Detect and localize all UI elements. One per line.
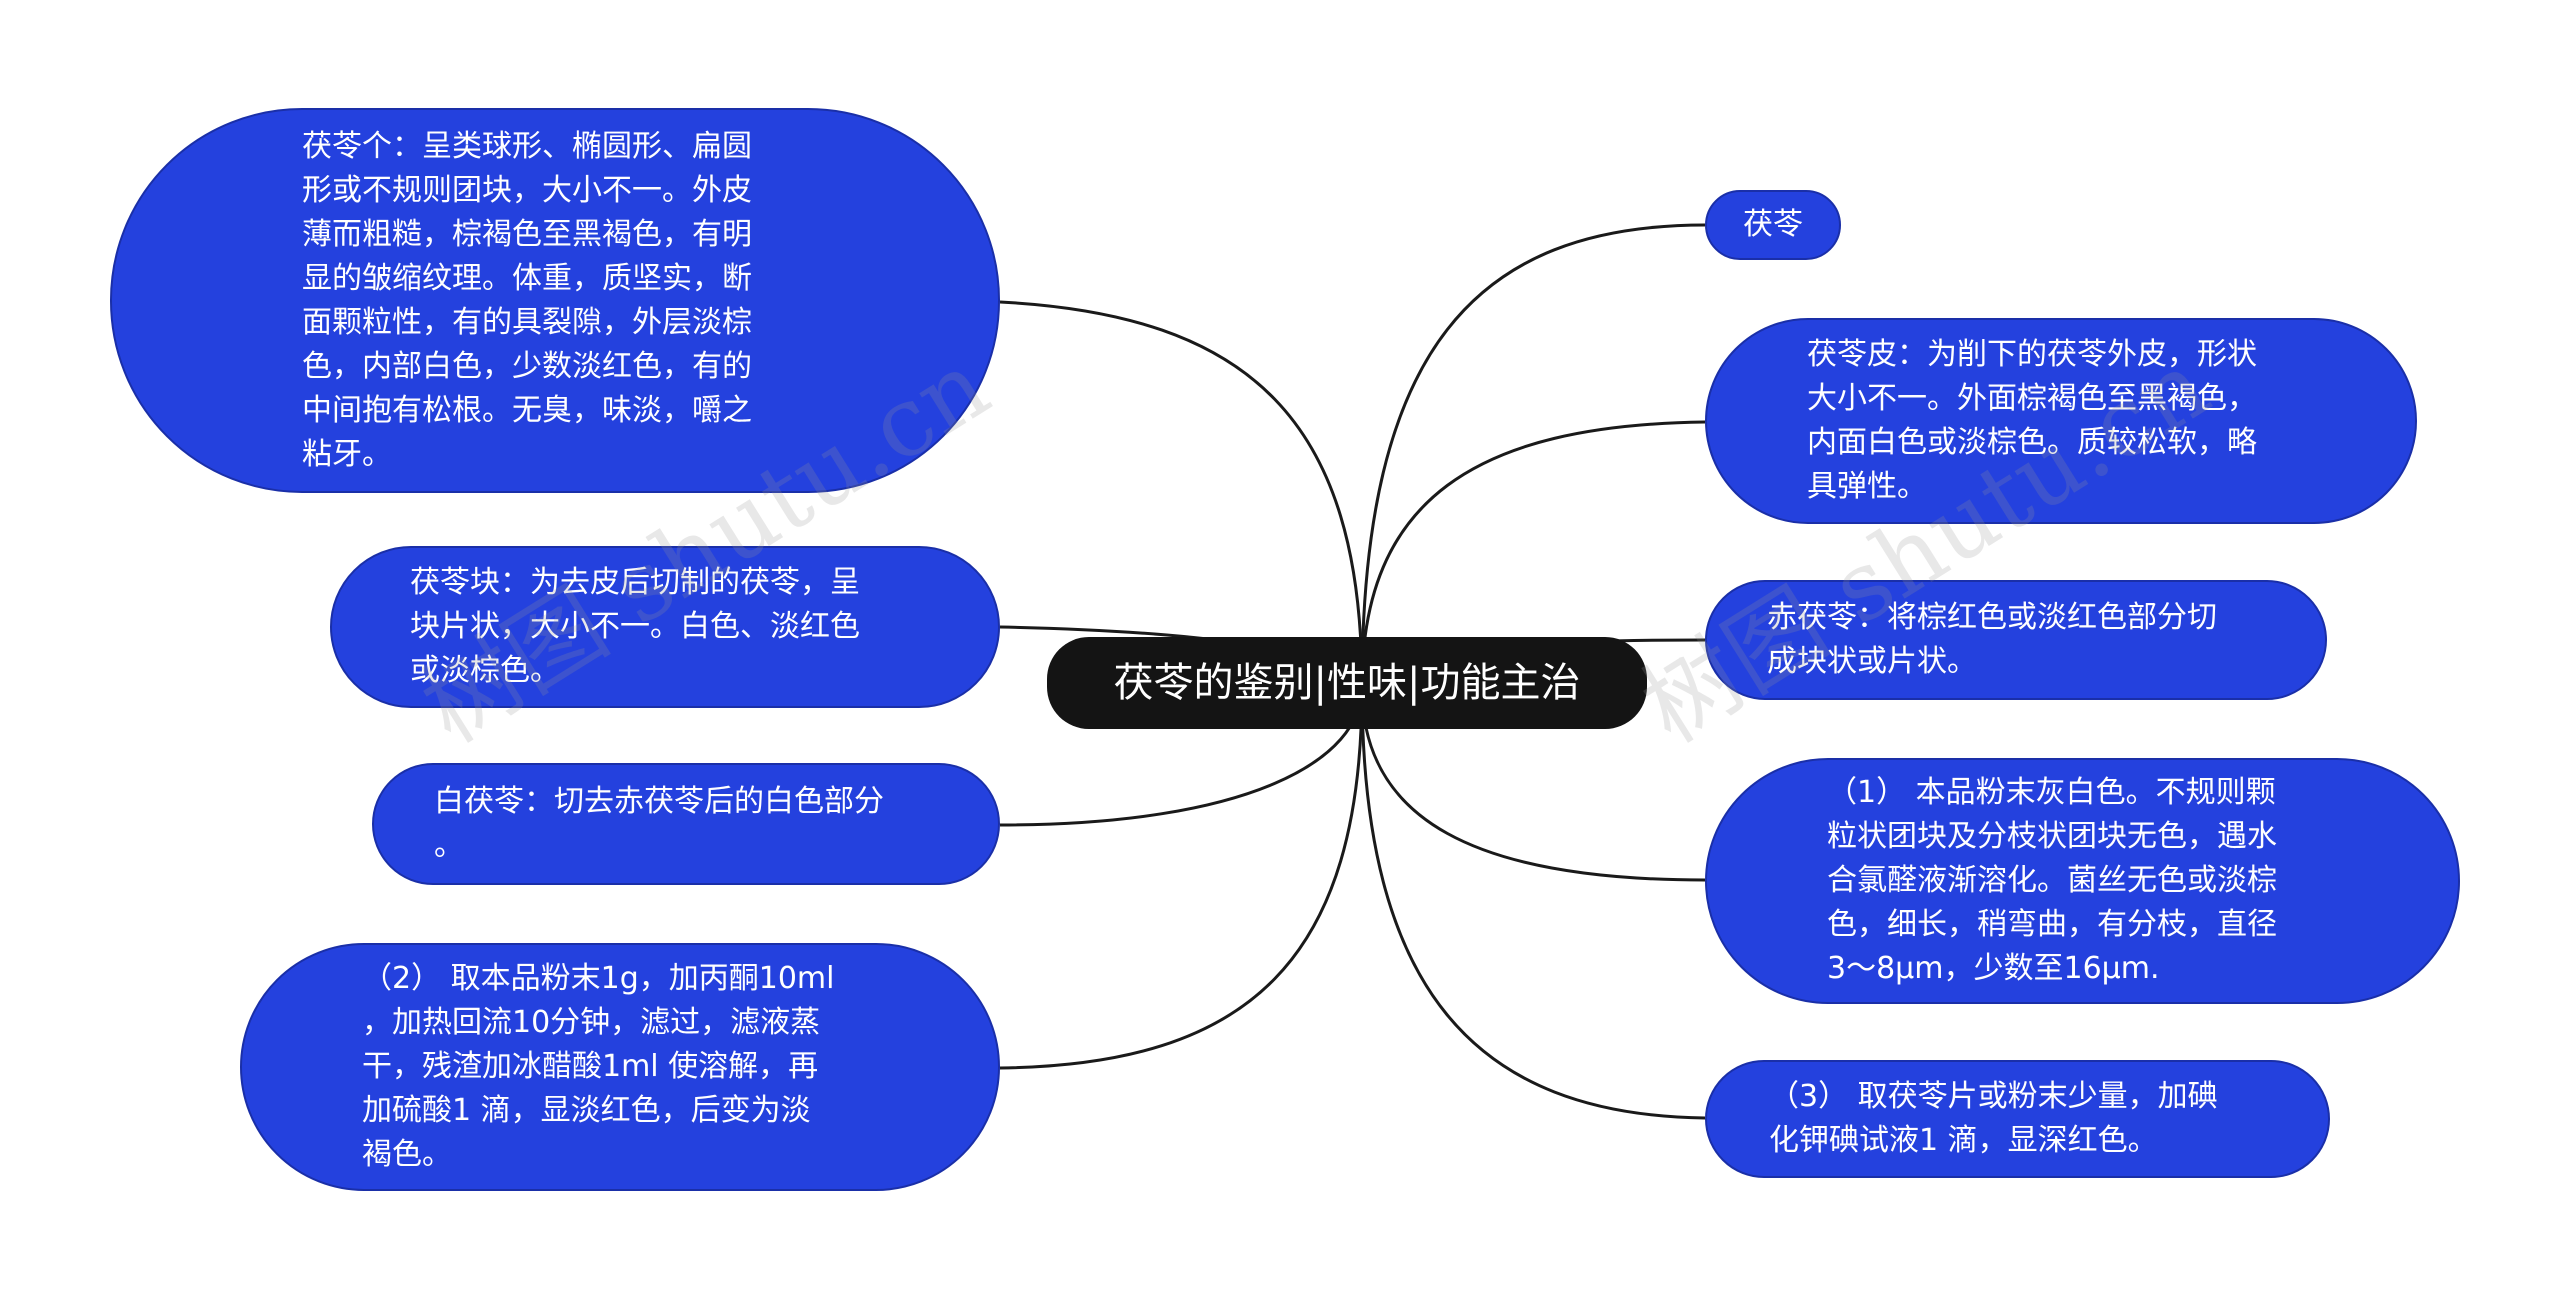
central-topic-label: 茯苓的鉴别|性味|功能主治 [1113, 660, 1581, 706]
topic-fuling-ge-text: 茯苓个：呈类球形、椭圆形、扁圆 形或不规则团块，大小不一。外皮 薄而粗糙，棕褐色… [302, 128, 752, 472]
topic-fuling-kuai[interactable]: 茯苓块：为去皮后切制的茯苓，呈 块片状，大小不一。白色、淡红色 或淡棕色。 [330, 546, 1000, 708]
connector-test-3 [1360, 686, 1706, 1120]
topic-chi-fuling[interactable]: 赤茯苓：将棕红色或淡红色部分切 成块状或片状。 [1705, 580, 2327, 700]
connector-test-1 [1360, 686, 1706, 882]
topic-fuling-pi[interactable]: 茯苓皮：为削下的茯苓外皮，形状 大小不一。外面棕褐色至黑褐色， 内面白色或淡棕色… [1705, 318, 2417, 524]
topic-test-1-text: （1） 本品粉末灰白色。不规则颗 粒状团块及分枝状团块无色，遇水 合氯醛液渐溶化… [1827, 775, 2277, 986]
topic-fuling-kuai-text: 茯苓块：为去皮后切制的茯苓，呈 块片状，大小不一。白色、淡红色 或淡棕色。 [410, 565, 860, 688]
topic-fuling[interactable]: 茯苓 [1705, 190, 1841, 260]
topic-test-3[interactable]: （3） 取茯苓片或粉末少量，加碘 化钾碘试液1 滴，显深红色。 [1705, 1060, 2330, 1178]
connector-fuling-pi [1360, 420, 1706, 688]
topic-fuling-ge[interactable]: 茯苓个：呈类球形、椭圆形、扁圆 形或不规则团块，大小不一。外皮 薄而粗糙，棕褐色… [110, 108, 1000, 493]
topic-fuling-pi-text: 茯苓皮：为削下的茯苓外皮，形状 大小不一。外面棕褐色至黑褐色， 内面白色或淡棕色… [1807, 337, 2257, 504]
connector-fuling-ge [999, 300, 1364, 688]
topic-chi-fuling-text: 赤茯苓：将棕红色或淡红色部分切 成块状或片状。 [1767, 600, 2217, 679]
topic-bai-fuling[interactable]: 白茯苓：切去赤茯苓后的白色部分 。 [372, 763, 1000, 885]
topic-bai-fuling-text: 白茯苓：切去赤茯苓后的白色部分 。 [434, 784, 884, 863]
topic-test-3-text: （3） 取茯苓片或粉末少量，加碘 化钾碘试液1 滴，显深红色。 [1769, 1079, 2218, 1158]
topic-test-2-text: （2） 取本品粉末1g，加丙酮10ml ，加热回流10分钟，滤过，滤液蒸 干，残… [362, 961, 835, 1172]
connector-test-2 [999, 686, 1364, 1070]
topic-test-1[interactable]: （1） 本品粉末灰白色。不规则颗 粒状团块及分枝状团块无色，遇水 合氯醛液渐溶化… [1705, 758, 2460, 1004]
topic-fuling-text: 茯苓 [1743, 207, 1803, 242]
central-topic[interactable]: 茯苓的鉴别|性味|功能主治 [1047, 637, 1647, 729]
topic-test-2[interactable]: （2） 取本品粉末1g，加丙酮10ml ，加热回流10分钟，滤过，滤液蒸 干，残… [240, 943, 1000, 1191]
connector-fuling [1360, 223, 1706, 688]
